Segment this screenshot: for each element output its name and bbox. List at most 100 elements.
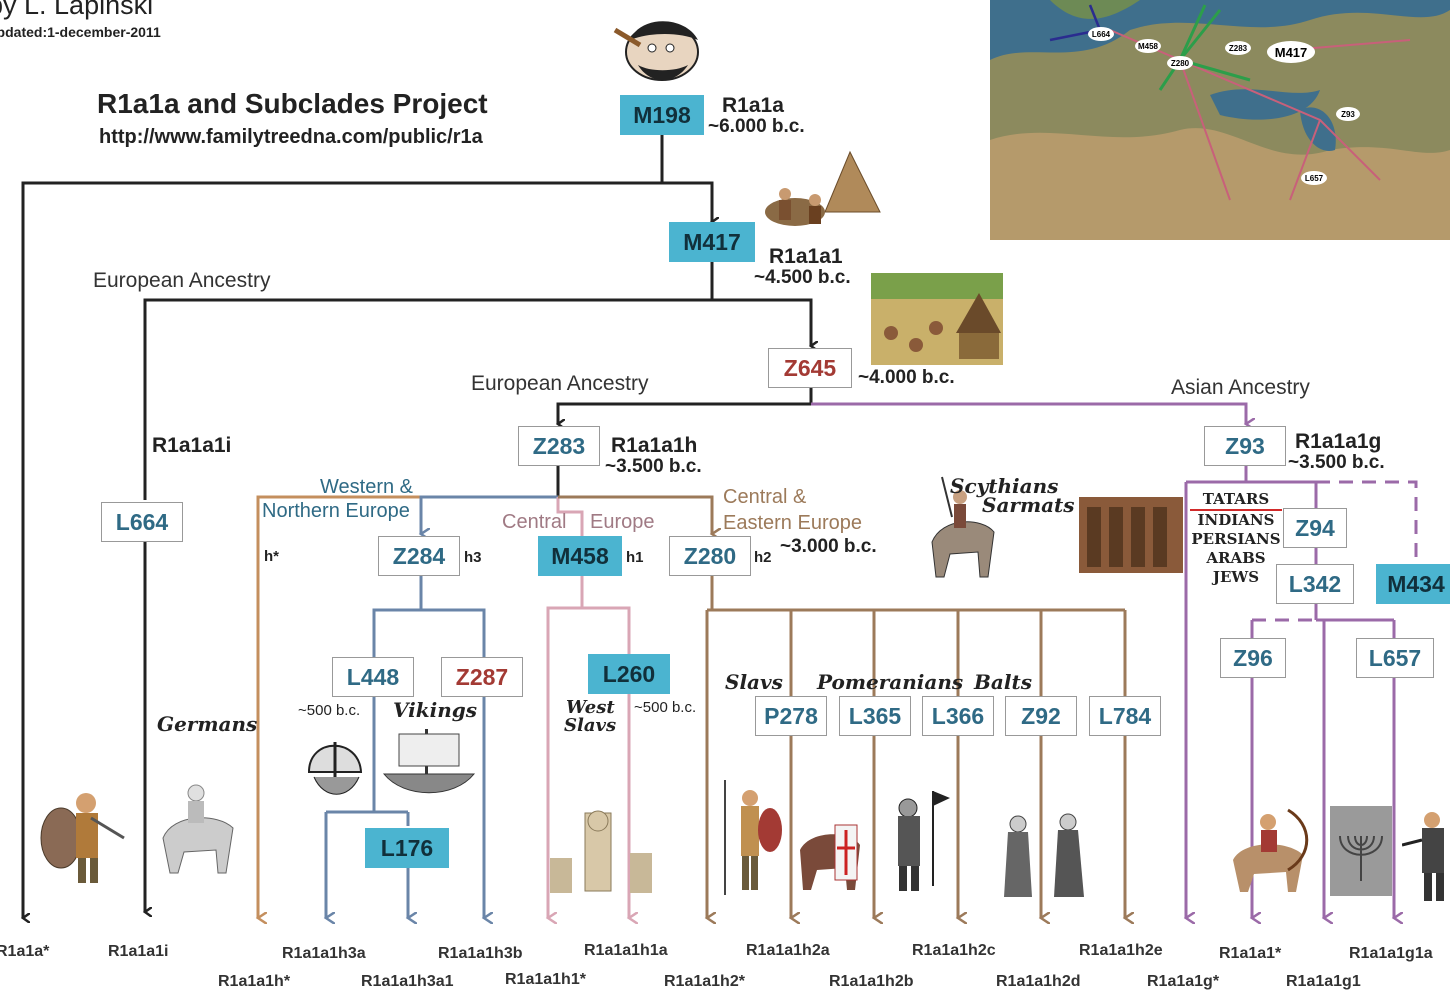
date-r1a1a1g: ~3.500 b.c.: [1288, 452, 1385, 473]
stone-age-camp-illustration: [765, 150, 881, 226]
group-western-northern-1: Western &: [320, 476, 413, 498]
marker-m458[interactable]: M458: [538, 536, 622, 576]
leaf-r1a1a1h2c: R1a1a1h2c: [912, 942, 996, 959]
date-z645: ~4.000 b.c.: [858, 367, 955, 388]
pomeranian-knights-illustration: [898, 791, 950, 891]
marker-z93[interactable]: Z93: [1204, 426, 1286, 466]
marker-z287[interactable]: Z287: [441, 657, 523, 697]
author-credit: by L. Lapinski: [0, 0, 154, 20]
marker-l342[interactable]: L342: [1276, 564, 1354, 604]
nation-persians: PERSIANS: [1191, 530, 1281, 548]
viking-helmet-illustration: [307, 742, 363, 795]
marker-l657[interactable]: L657: [1356, 638, 1434, 678]
map-label: L657: [1305, 174, 1324, 183]
leaf-r1a1a1g1a: R1a1a1g1a: [1349, 945, 1433, 962]
germanic-rider-illustration: [162, 784, 234, 874]
leaf-r1a1a1g1: R1a1a1g1: [1286, 973, 1361, 990]
date-r1a1a1: ~4.500 b.c.: [754, 267, 851, 288]
leaf-r1a1a1h1a: R1a1a1h1a: [584, 942, 668, 959]
map-label: Z283: [1229, 44, 1248, 53]
map-label: Z280: [1171, 59, 1190, 68]
marker-m198[interactable]: M198: [620, 95, 704, 135]
leaf-r1a1a-star: R1a1a*: [0, 943, 50, 960]
group-central: Central: [502, 511, 567, 533]
leaf-r1a1a1h3a1: R1a1a1h3a1: [361, 973, 454, 990]
subtag-h3: h3: [464, 549, 482, 566]
haplogroup-r1a1a1h: R1a1a1h: [611, 434, 698, 457]
neolithic-village-illustration: [871, 273, 1003, 365]
leaf-r1a1a1h3b: R1a1a1h3b: [438, 945, 523, 962]
warrior-illustration: [1402, 812, 1444, 901]
celtic-warrior-illustration: [40, 793, 125, 883]
leaf-r1a1a1h1-star: R1a1a1h1*: [505, 971, 586, 988]
leaf-r1a1a1i: R1a1a1i: [108, 943, 169, 960]
marker-l664[interactable]: L664: [101, 502, 183, 542]
marker-m434[interactable]: M434: [1376, 564, 1450, 604]
menorah-relief-illustration: [1330, 806, 1392, 896]
project-url[interactable]: http://www.familytreedna.com/public/r1a: [99, 126, 483, 148]
leaf-r1a1a1h2-star: R1a1a1h2*: [664, 973, 745, 990]
people-vikings: Vikings: [393, 698, 478, 722]
leaf-r1a1a1h2d: R1a1a1h2d: [996, 973, 1081, 990]
marker-z92[interactable]: Z92: [1005, 696, 1077, 736]
haplogroup-r1a1a1g: R1a1a1g: [1295, 430, 1382, 453]
marker-l176[interactable]: L176: [365, 828, 449, 868]
group-europe: Europe: [590, 511, 655, 533]
marker-m417[interactable]: M417: [669, 222, 755, 262]
group-central-eastern-2: Eastern Europe: [723, 512, 862, 534]
people-west: West: [566, 697, 615, 718]
date-r1a1a1h: ~3.500 b.c.: [605, 456, 702, 477]
nations-list: TATARS INDIANS PERSIANS ARABS JEWS: [1190, 490, 1282, 587]
subtag-h-star: h*: [264, 548, 279, 565]
leaf-r1a1a1h-star: R1a1a1h*: [218, 973, 291, 990]
nation-tatars: TATARS: [1190, 490, 1282, 511]
marker-p278[interactable]: P278: [755, 696, 827, 736]
people-balts: Balts: [974, 670, 1032, 694]
marker-l366[interactable]: L366: [922, 696, 994, 736]
leaf-r1a1a1-star: R1a1a1*: [1219, 945, 1282, 962]
date-z280: ~3.000 b.c.: [780, 536, 877, 557]
leaf-r1a1a1g-star: R1a1a1g*: [1147, 973, 1220, 990]
tatar-archer-illustration: [1233, 808, 1309, 892]
haplogroup-r1a1a: R1a1a: [722, 94, 784, 117]
people-sarmats: Sarmats: [982, 493, 1075, 517]
marker-z284[interactable]: Z284: [378, 536, 460, 576]
nation-jews: JEWS: [1212, 568, 1260, 586]
marker-z96[interactable]: Z96: [1220, 638, 1286, 678]
project-title: R1a1a and Subclades Project: [97, 88, 488, 119]
nation-arabs: ARABS: [1206, 549, 1266, 567]
map-label: M458: [1138, 42, 1159, 51]
marker-l365[interactable]: L365: [839, 696, 911, 736]
marker-z645[interactable]: Z645: [768, 348, 852, 388]
leaf-r1a1a1h2a: R1a1a1h2a: [746, 942, 830, 959]
updated-date: updated:1-december-2011: [0, 24, 161, 40]
haplogroup-r1a1a1: R1a1a1: [769, 245, 843, 268]
people-pomeranians: Pomeranians: [817, 670, 964, 694]
marker-l260[interactable]: L260: [588, 654, 670, 694]
marker-z280[interactable]: Z280: [669, 536, 751, 576]
subtag-h2: h2: [754, 549, 772, 566]
haplogroup-r1a1a1i: R1a1a1i: [152, 434, 232, 457]
people-germans: Germans: [157, 712, 258, 736]
marker-l784[interactable]: L784: [1089, 696, 1161, 736]
marker-z283[interactable]: Z283: [518, 426, 600, 466]
map-label: Z93: [1341, 110, 1355, 119]
marker-z94[interactable]: Z94: [1283, 508, 1347, 548]
nation-indians: INDIANS: [1197, 511, 1275, 529]
people-west-slavs: Slavs: [564, 715, 617, 736]
ancestry-european-2: European Ancestry: [471, 372, 649, 395]
crusader-warriors-illustration: [800, 824, 860, 890]
migration-map: L664 M458 Z280 Z283 M417 Z93 L657: [990, 0, 1450, 240]
group-central-eastern-1: Central &: [723, 486, 807, 508]
leaf-r1a1a1h3a: R1a1a1h3a: [282, 945, 366, 962]
date-r1a1a: ~6.000 b.c.: [708, 116, 805, 137]
marker-l448[interactable]: L448: [332, 657, 414, 697]
subtag-h1: h1: [626, 549, 644, 566]
viking-ship-illustration: [382, 729, 476, 794]
group-western-northern-2: Northern Europe: [262, 500, 410, 522]
caveman-illustration: [613, 21, 699, 81]
date-l448: ~500 b.c.: [298, 702, 361, 719]
slav-warrior-illustration: [724, 780, 782, 895]
ancestry-european-1: European Ancestry: [93, 269, 271, 292]
